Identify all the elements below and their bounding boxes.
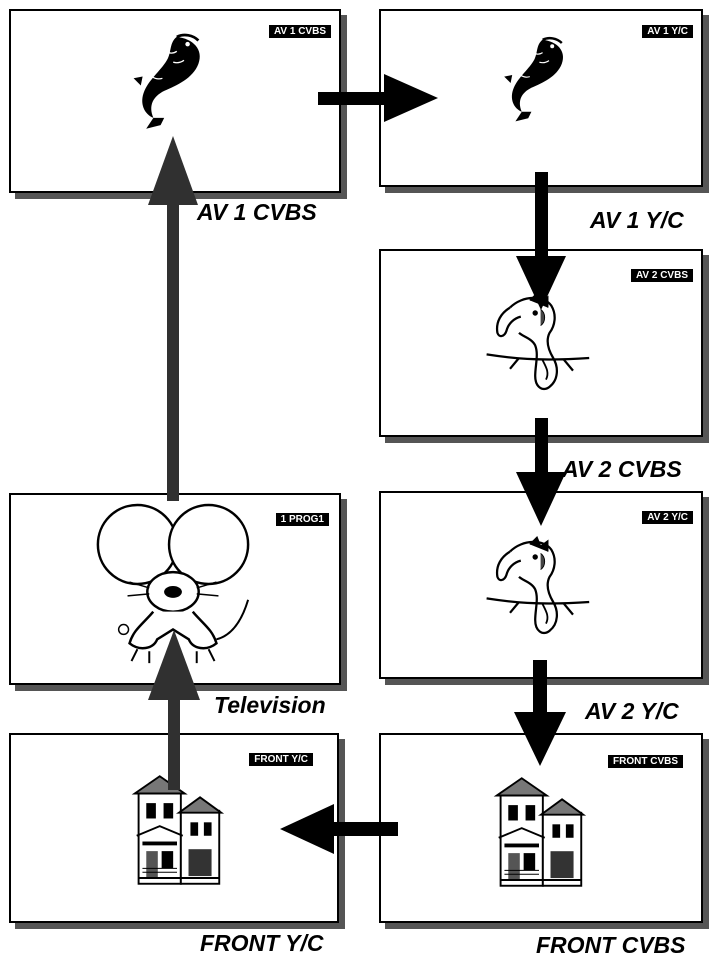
arrow-av1-cvbs-to-av1-yc bbox=[318, 74, 438, 122]
arrow-front-cvbs-to-front-yc bbox=[280, 804, 398, 854]
arrow-av2-yc-to-front-cvbs bbox=[514, 660, 566, 766]
arrow-av2-cvbs-to-av2-yc bbox=[516, 418, 566, 526]
arrow-av1-yc-to-av2-cvbs bbox=[516, 172, 566, 310]
arrow-front-yc-to-television bbox=[148, 630, 200, 790]
arrow-television-to-av1-cvbs bbox=[148, 136, 198, 501]
